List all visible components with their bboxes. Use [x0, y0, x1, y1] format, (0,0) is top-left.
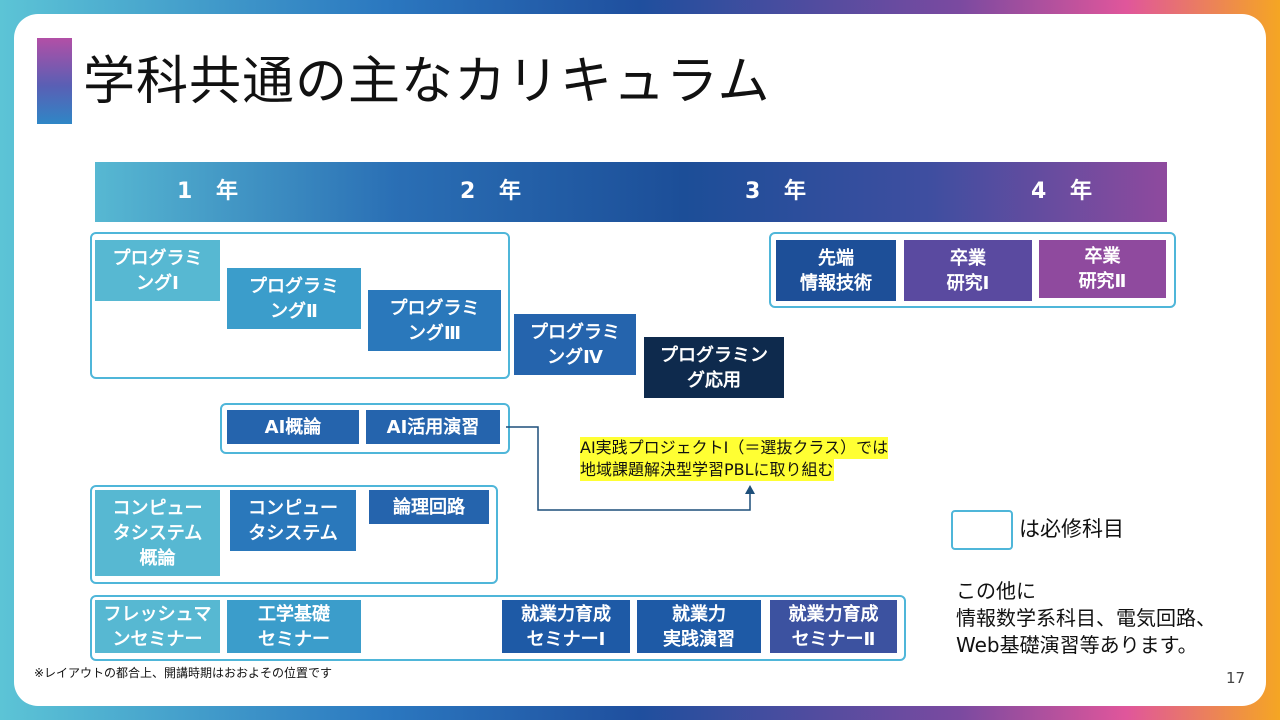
required-group-seminar — [90, 595, 906, 661]
course-ai-intro: AI概論 — [227, 410, 359, 444]
required-group-thesis — [769, 232, 1176, 308]
year-timeline-bar: 1 年 2 年 3 年 4 年 — [95, 162, 1167, 222]
course-thesis-2: 卒業 研究Ⅱ — [1039, 240, 1166, 298]
course-career-seminar-1: 就業力育成 セミナーⅠ — [502, 600, 630, 653]
course-programming-1: プログラミ ングⅠ — [95, 240, 220, 301]
course-thesis-1: 卒業 研究Ⅰ — [904, 240, 1032, 301]
course-engineering-seminar: 工学基礎 セミナー — [227, 600, 361, 653]
course-programming-4: プログラミ ングⅣ — [514, 314, 636, 375]
year-label-3: 3 年 — [745, 179, 814, 204]
slide — [14, 14, 1266, 706]
year-label-1: 1 年 — [177, 179, 246, 204]
legend-required-label: は必修科目 — [1019, 517, 1124, 541]
other-courses-line-3: Web基礎演習等あります。 — [956, 633, 1198, 657]
other-courses-note: この他に 情報数学系科目、電気回路、 Web基礎演習等あります。 — [956, 578, 1216, 659]
required-group-computer — [90, 485, 498, 584]
course-programming-2: プログラミ ングⅡ — [227, 268, 361, 329]
course-career-practice: 就業力 実践演習 — [637, 600, 761, 653]
course-career-seminar-2: 就業力育成 セミナーⅡ — [770, 600, 897, 653]
layout-footnote: ※レイアウトの都合上、開講時期はおおよその位置です — [34, 666, 333, 680]
course-programming-applied: プログラミン グ応用 — [644, 337, 784, 398]
page-number: 17 — [1226, 669, 1246, 687]
required-group-ai — [220, 403, 510, 454]
page-title: 学科共通の主なカリキュラム — [83, 52, 771, 112]
course-freshman-seminar: フレッシュマ ンセミナー — [95, 600, 220, 653]
title-accent-bar — [37, 38, 72, 124]
required-group-programming — [90, 232, 510, 379]
ai-project-note-line-2: 地域課題解決型学習PBLに取り組む — [580, 459, 834, 481]
year-label-4: 4 年 — [1031, 179, 1100, 204]
course-logic-circuit: 論理回路 — [369, 490, 489, 524]
legend-required-box — [951, 510, 1013, 550]
other-courses-line-2: 情報数学系科目、電気回路、 — [956, 606, 1216, 630]
course-advanced-it: 先端 情報技術 — [776, 240, 896, 301]
course-programming-3: プログラミ ングⅢ — [368, 290, 501, 351]
course-computer-system: コンピュー タシステム — [230, 490, 356, 551]
course-ai-practice: AI活用演習 — [366, 410, 500, 444]
ai-project-note: AI実践プロジェクトⅠ（＝選抜クラス）では 地域課題解決型学習PBLに取り組む — [580, 437, 889, 481]
year-label-2: 2 年 — [460, 179, 529, 204]
ai-project-note-line-1: AI実践プロジェクトⅠ（＝選抜クラス）では — [580, 437, 889, 459]
other-courses-line-1: この他に — [956, 579, 1036, 603]
course-computer-system-intro: コンピュー タシステム 概論 — [95, 490, 220, 576]
